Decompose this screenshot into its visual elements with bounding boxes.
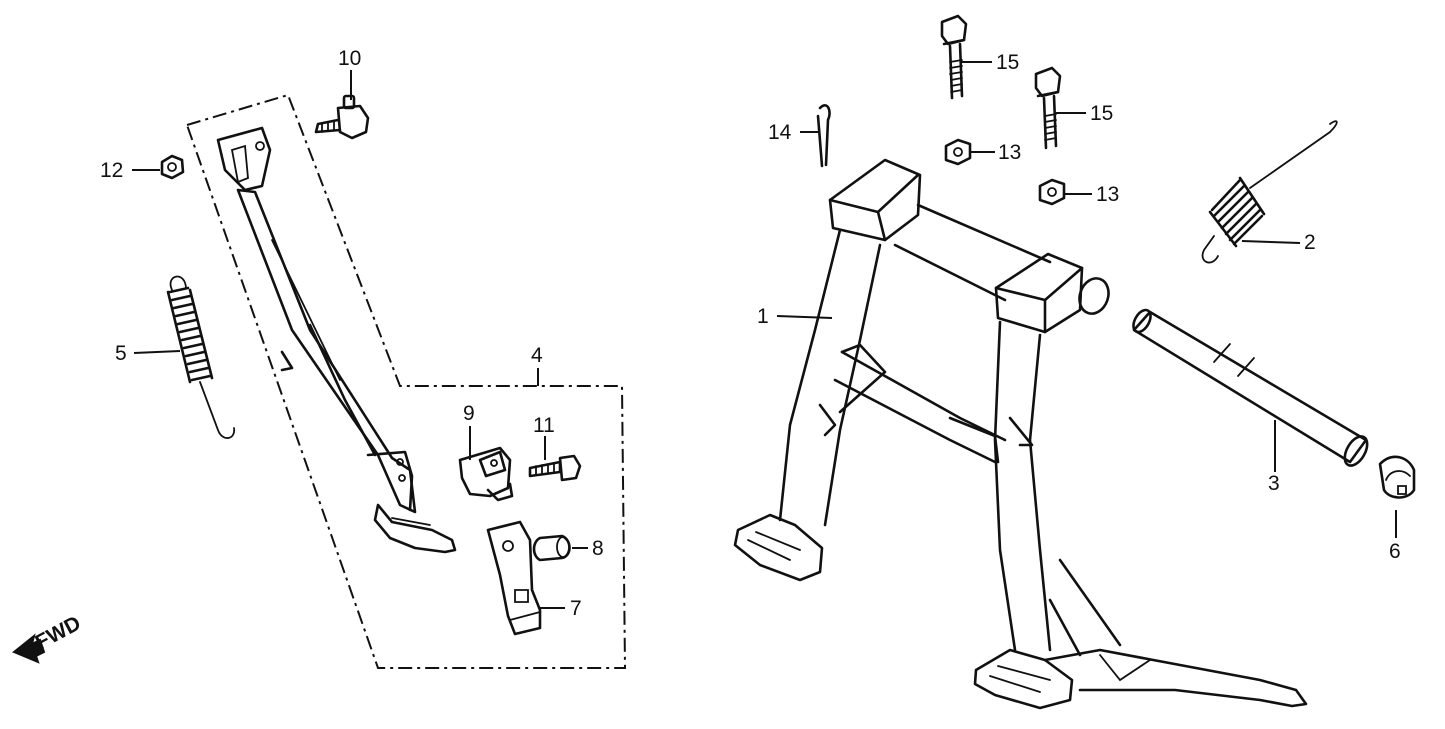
pivot-cap bbox=[1378, 455, 1416, 499]
label-11: 11 bbox=[533, 414, 555, 437]
label-13a: 13 bbox=[998, 141, 1021, 164]
main-stand bbox=[733, 158, 1308, 710]
nut-13a bbox=[944, 138, 972, 166]
label-15b: 15 bbox=[1090, 102, 1113, 125]
nut-12 bbox=[160, 154, 185, 180]
label-6: 6 bbox=[1389, 540, 1401, 563]
label-9: 9 bbox=[463, 402, 475, 425]
screw-11 bbox=[528, 454, 582, 482]
label-3: 3 bbox=[1268, 472, 1280, 495]
label-8: 8 bbox=[592, 537, 604, 560]
label-5: 5 bbox=[115, 342, 127, 365]
label-2: 2 bbox=[1304, 231, 1316, 254]
bracket-7 bbox=[486, 520, 542, 636]
fwd-label: FWD bbox=[32, 612, 85, 655]
label-10: 10 bbox=[338, 47, 361, 70]
leader-lines bbox=[132, 61, 1397, 609]
side-stand-assembly-boundary bbox=[185, 93, 627, 669]
bolt-15b bbox=[1034, 66, 1062, 150]
label-13b: 13 bbox=[1096, 183, 1119, 206]
side-stand bbox=[216, 126, 457, 554]
pivot-shaft bbox=[1132, 308, 1369, 467]
side-stand-spring bbox=[166, 275, 235, 439]
side-stand-switch bbox=[458, 446, 514, 502]
label-4: 4 bbox=[531, 344, 543, 367]
label-1: 1 bbox=[757, 305, 769, 328]
nut-13b bbox=[1038, 178, 1066, 206]
part-labels: 1 2 3 4 5 6 7 8 9 10 11 12 13 13 14 15 1… bbox=[100, 47, 1401, 620]
label-7: 7 bbox=[570, 597, 582, 620]
label-12: 12 bbox=[100, 159, 123, 182]
cotter-pin bbox=[816, 104, 831, 168]
main-stand-spring bbox=[1201, 120, 1338, 264]
bolt-15a bbox=[940, 14, 968, 100]
label-14: 14 bbox=[768, 121, 792, 144]
pivot-bolt bbox=[314, 94, 370, 140]
collar-8 bbox=[532, 534, 571, 562]
label-15a: 15 bbox=[996, 51, 1019, 74]
forward-direction-indicator: FWD bbox=[12, 612, 85, 664]
fwd-arrow-icon bbox=[12, 633, 46, 664]
